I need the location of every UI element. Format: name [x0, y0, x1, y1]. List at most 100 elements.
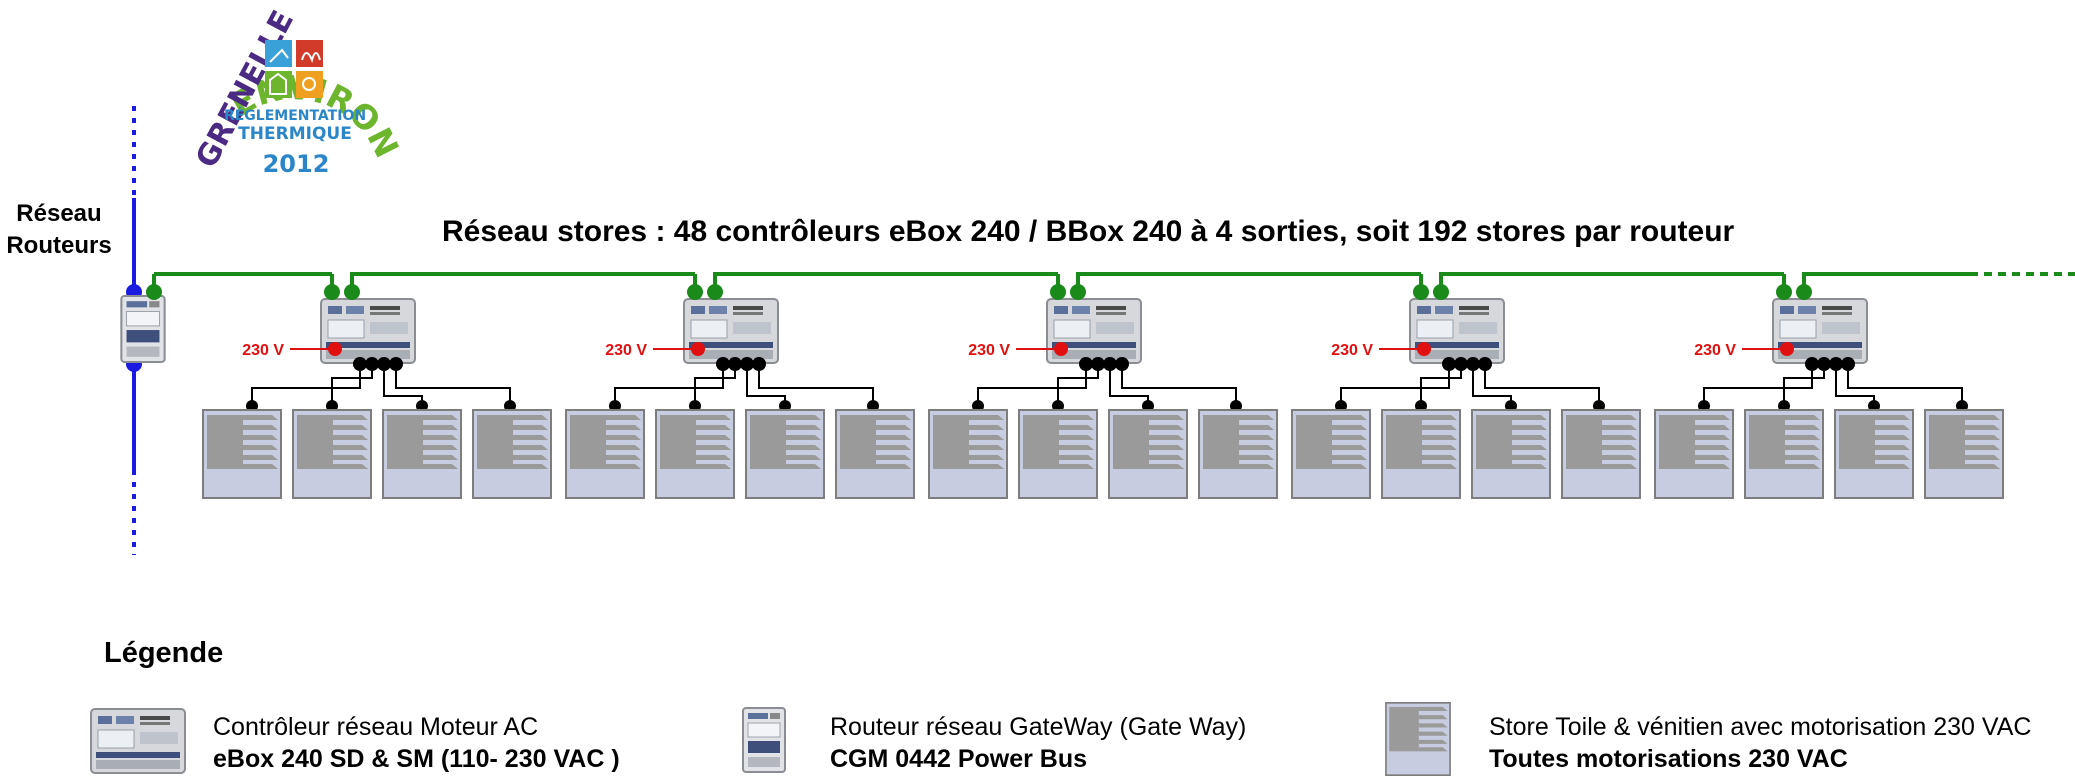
voltage-label: 230 V [605, 342, 647, 359]
legend-router-icon [742, 706, 786, 774]
output-port [389, 357, 403, 371]
store-icon [565, 409, 645, 499]
store-icon [1561, 409, 1641, 499]
output-port [1841, 357, 1855, 371]
legend-controller-line1: Contrôleur réseau Moteur AC [213, 713, 539, 741]
store-icon [1198, 409, 1278, 499]
output-port [1103, 357, 1117, 371]
store-icon [655, 409, 735, 499]
controller-group: 230 V [928, 284, 1278, 499]
bus-port [344, 284, 360, 300]
logo-year: 2012 [263, 150, 330, 178]
store-icon [1654, 409, 1734, 499]
store-icon [1834, 409, 1914, 499]
output-line [1057, 364, 1099, 406]
logo-line1: RÉGLEMENTATION [224, 107, 366, 124]
bus-port [1413, 284, 1429, 300]
grenelle-environnement-logo: ENVIRONNEMENT GRENELLE RÉGLEMENTATION TH… [0, 0, 407, 178]
store-icon [1108, 409, 1188, 499]
legend-item-store: Store Toile & vénitien avec motorisation… [1489, 711, 2031, 775]
output-line [1835, 364, 1875, 406]
controller-group: 230 V [1291, 284, 1641, 499]
output-line [251, 364, 361, 406]
bus-port [687, 284, 703, 300]
output-port [1454, 357, 1468, 371]
power-port [1054, 342, 1068, 356]
output-port [1478, 357, 1492, 371]
output-line [1121, 364, 1237, 406]
legend-router-line1: Routeur réseau GateWay (Gate Way) [830, 713, 1247, 741]
router-network-label-line1: Réseau [16, 200, 102, 227]
output-port [740, 357, 754, 371]
store-icon [1744, 409, 1824, 499]
output-port [365, 357, 379, 371]
output-port [1829, 357, 1843, 371]
output-port [1817, 357, 1831, 371]
output-port [1091, 357, 1105, 371]
store-icon [292, 409, 372, 499]
router-network-label-line2: Routeurs [6, 232, 112, 259]
output-line [1340, 364, 1450, 406]
bus-port [1776, 284, 1792, 300]
bus-port [1070, 284, 1086, 300]
output-port [716, 357, 730, 371]
legend-controller-line2: eBox 240 SD & SM (110- 230 VAC ) [213, 745, 620, 773]
store-icon [1018, 409, 1098, 499]
logo-line2: THERMIQUE [238, 124, 352, 144]
controller-group: 230 V [202, 284, 552, 499]
store-icon [1924, 409, 2004, 499]
output-port [752, 357, 766, 371]
controller-group: 230 V [1654, 284, 2004, 499]
store-icon [1291, 409, 1371, 499]
output-port [377, 357, 391, 371]
store-icon [472, 409, 552, 499]
output-port [1115, 357, 1129, 371]
store-icon [382, 409, 462, 499]
output-port [1079, 357, 1093, 371]
power-port [328, 342, 342, 356]
voltage-label: 230 V [1331, 342, 1373, 359]
legend-controller-icon [90, 708, 186, 774]
output-line [1472, 364, 1512, 406]
output-line [395, 364, 511, 406]
bus-port [1050, 284, 1066, 300]
legend-store-line2: Toutes motorisations 230 VAC [1489, 745, 1848, 773]
store-icon [1381, 409, 1461, 499]
power-port [1417, 342, 1431, 356]
output-line [746, 364, 786, 406]
output-line [1484, 364, 1600, 406]
output-line [331, 364, 373, 406]
output-line [383, 364, 423, 406]
output-line [1420, 364, 1462, 406]
store-icon [745, 409, 825, 499]
voltage-label: 230 V [242, 342, 284, 359]
bus-port [1433, 284, 1449, 300]
store-icon [202, 409, 282, 499]
router-network-label: Réseau Routeurs [0, 198, 118, 262]
store-icon [1471, 409, 1551, 499]
power-port [691, 342, 705, 356]
bus-port [324, 284, 340, 300]
output-port [1466, 357, 1480, 371]
output-port [1805, 357, 1819, 371]
legend-item-router: Routeur réseau GateWay (Gate Way) CGM 04… [830, 711, 1246, 775]
legend-store-line1: Store Toile & vénitien avec motorisation… [1489, 713, 2032, 741]
store-icon [928, 409, 1008, 499]
bus-port [707, 284, 723, 300]
legend-item-controller: Contrôleur réseau Moteur AC eBox 240 SD … [213, 711, 620, 775]
output-line [1847, 364, 1963, 406]
diagram-title: Réseau stores : 48 contrôleurs eBox 240 … [442, 215, 1735, 248]
output-line [1783, 364, 1825, 406]
legend-title: Légende [104, 637, 224, 669]
legend-store-icon [1385, 702, 1451, 776]
power-port [1780, 342, 1794, 356]
output-line [758, 364, 874, 406]
output-line [977, 364, 1087, 406]
router-icon [120, 295, 166, 363]
controllers-layer: 230 V 230 V 230 V 230 V 230 V [202, 284, 2004, 499]
controller-group: 230 V [565, 284, 915, 499]
output-line [1703, 364, 1813, 406]
voltage-label: 230 V [968, 342, 1010, 359]
output-line [614, 364, 724, 406]
